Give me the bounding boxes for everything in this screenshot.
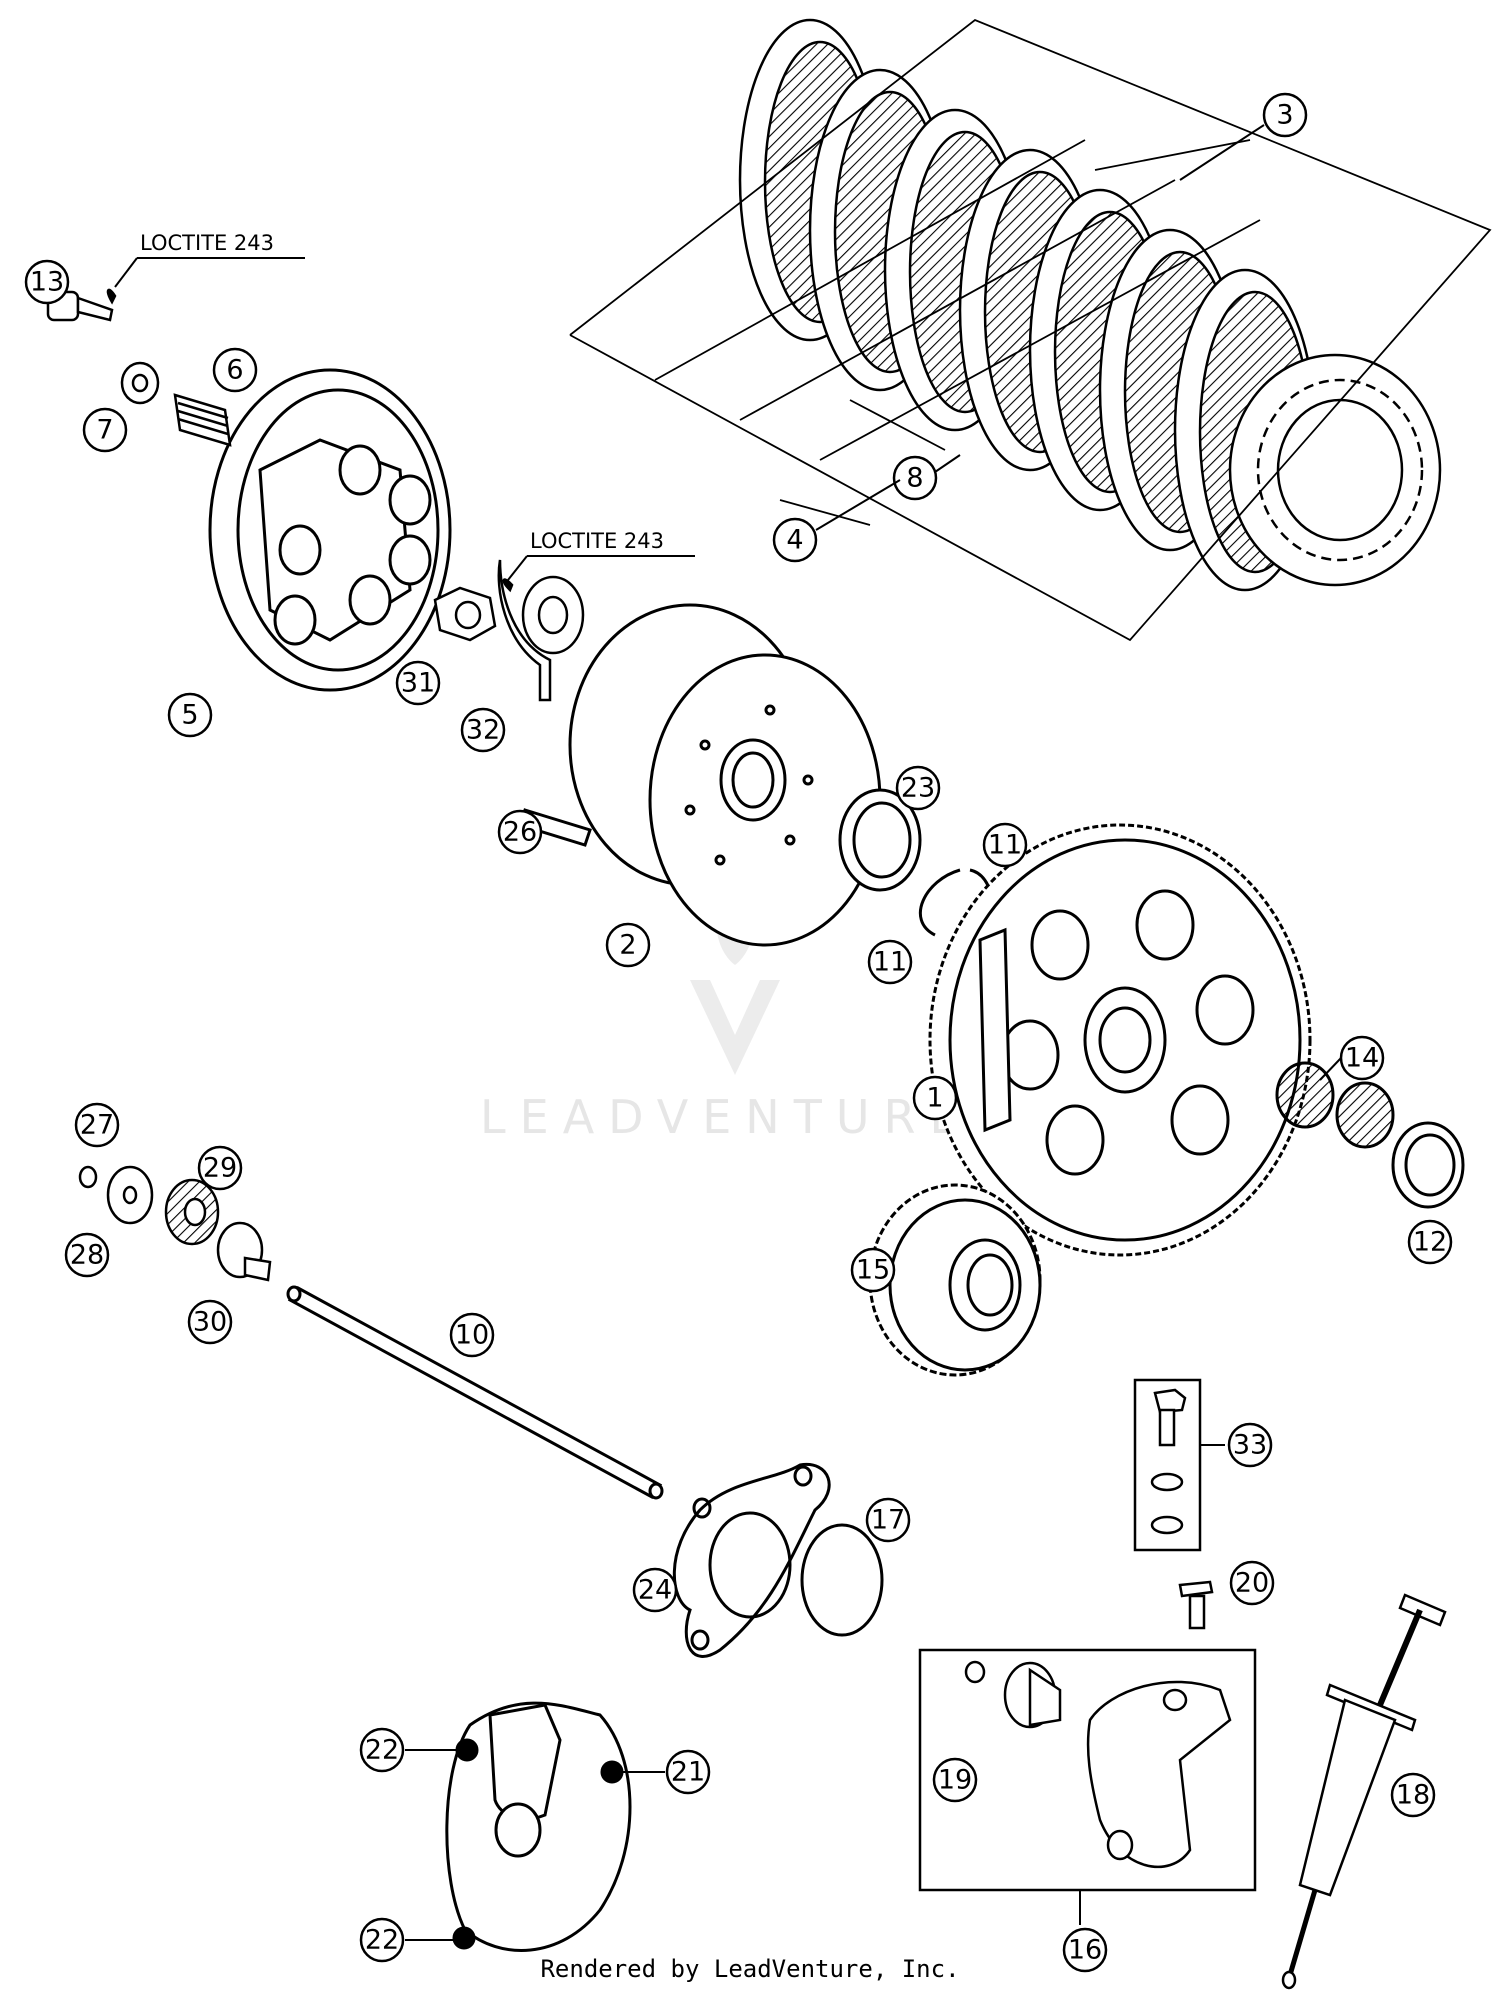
pressure-cap — [208, 368, 452, 692]
callout-13-label: 13 — [30, 267, 64, 298]
loctite-note-2: LOCTITE 243 — [507, 529, 695, 581]
callout-24-label: 24 — [638, 1575, 672, 1606]
callout-20-label: 20 — [1235, 1568, 1269, 1599]
callout-21-label: 21 — [671, 1757, 705, 1788]
callout-leaders — [815, 124, 1342, 1081]
callout-5: 5 — [167, 692, 213, 738]
callout-33: 33 — [1227, 1422, 1273, 1468]
callout-27-label: 27 — [80, 1110, 114, 1141]
callout-29-label: 29 — [203, 1153, 237, 1184]
callout-21: 21 — [665, 1749, 711, 1795]
callout-6-label: 6 — [226, 355, 243, 386]
callout-10-label: 10 — [455, 1320, 489, 1351]
footer-credit: Rendered by LeadVenture, Inc. — [540, 1955, 960, 1983]
callout-6: 6 — [212, 347, 258, 393]
callout-20: 20 — [1229, 1560, 1275, 1606]
callout-16: 16 — [1062, 1927, 1108, 1973]
callout-4: 4 — [772, 517, 818, 563]
callout-18: 18 — [1390, 1772, 1436, 1818]
callout-23: 23 — [895, 765, 941, 811]
callout-29: 29 — [197, 1145, 243, 1191]
callout-19-label: 19 — [938, 1765, 972, 1796]
callout-14: 14 — [1339, 1035, 1385, 1081]
callout-31-label: 31 — [401, 668, 435, 699]
callout-11a-label: 11 — [988, 830, 1022, 861]
callout-32: 32 — [460, 707, 506, 753]
callout-22a-label: 22 — [365, 1735, 399, 1766]
bearing-set — [78, 1165, 272, 1282]
callout-16-label: 16 — [1068, 1935, 1102, 1966]
callout-30: 30 — [187, 1299, 233, 1345]
callout-19: 19 — [932, 1757, 978, 1803]
needle-bearings — [1275, 1061, 1465, 1209]
drive-gear — [868, 1183, 1042, 1377]
outer-clutch-basket — [928, 823, 1312, 1257]
callout-28: 28 — [64, 1232, 110, 1278]
loctite-note-2-text: LOCTITE 243 — [530, 529, 664, 553]
callout-27: 27 — [74, 1102, 120, 1148]
callout-11b-label: 11 — [873, 947, 907, 978]
callout-22b: 22 — [359, 1917, 405, 1963]
callout-12-label: 12 — [1413, 1227, 1447, 1258]
callout-11b: 11 — [867, 939, 913, 985]
callout-26-label: 26 — [503, 817, 537, 848]
callout-22a: 22 — [359, 1727, 405, 1773]
callout-7-label: 7 — [96, 415, 113, 446]
loctite-note-1: LOCTITE 243 — [114, 231, 305, 288]
slave-cylinder-kit — [918, 1648, 1257, 1925]
callout-10: 10 — [449, 1312, 495, 1358]
thrust-washers — [838, 788, 993, 937]
callout-7: 7 — [82, 407, 128, 453]
gasket-and-oring — [672, 1463, 884, 1658]
callout-8: 8 — [892, 455, 938, 501]
slave-cylinder-cover — [405, 1701, 665, 1952]
callout-5-label: 5 — [181, 700, 198, 731]
callout-24: 24 — [632, 1567, 678, 1613]
callout-23-label: 23 — [901, 773, 935, 804]
callout-3: 3 — [1262, 92, 1308, 138]
callout-13: 13 — [24, 259, 70, 305]
inner-clutch-hub — [518, 603, 882, 947]
callout-15-label: 15 — [856, 1255, 890, 1286]
bleeding-syringe — [1281, 1593, 1447, 1990]
watermark-text: LEADVENTURE — [480, 1090, 973, 1144]
callout-17-label: 17 — [871, 1505, 905, 1536]
nut-and-lockwasher — [433, 559, 585, 702]
callout-17: 17 — [865, 1497, 911, 1543]
callout-14-label: 14 — [1345, 1043, 1379, 1074]
callout-32-label: 32 — [466, 715, 500, 746]
callout-11a: 11 — [982, 822, 1028, 868]
callout-2: 2 — [605, 922, 651, 968]
callout-30-label: 30 — [193, 1307, 227, 1338]
callout-4-label: 4 — [786, 525, 803, 556]
callout-26: 26 — [497, 809, 543, 855]
bleed-screw — [1178, 1580, 1214, 1630]
callout-33-label: 33 — [1233, 1430, 1267, 1461]
callout-18-label: 18 — [1396, 1780, 1430, 1811]
callout-1: 1 — [912, 1075, 958, 1121]
callout-12: 12 — [1407, 1219, 1453, 1265]
callout-2-label: 2 — [619, 930, 636, 961]
callout-8-label: 8 — [906, 463, 923, 494]
callout-22b-label: 22 — [365, 1925, 399, 1956]
banjo-bolt-kit — [1133, 1378, 1225, 1552]
push-rod — [286, 1285, 664, 1500]
callout-15: 15 — [850, 1247, 896, 1293]
clutch-plate-stack — [569, 18, 1492, 642]
callout-3-label: 3 — [1276, 100, 1293, 131]
loctite-note-1-text: LOCTITE 243 — [140, 231, 274, 255]
bolt-washer-spring — [46, 288, 232, 447]
callout-28-label: 28 — [70, 1240, 104, 1271]
callout-31: 31 — [395, 660, 441, 706]
callout-1-label: 1 — [926, 1083, 943, 1114]
